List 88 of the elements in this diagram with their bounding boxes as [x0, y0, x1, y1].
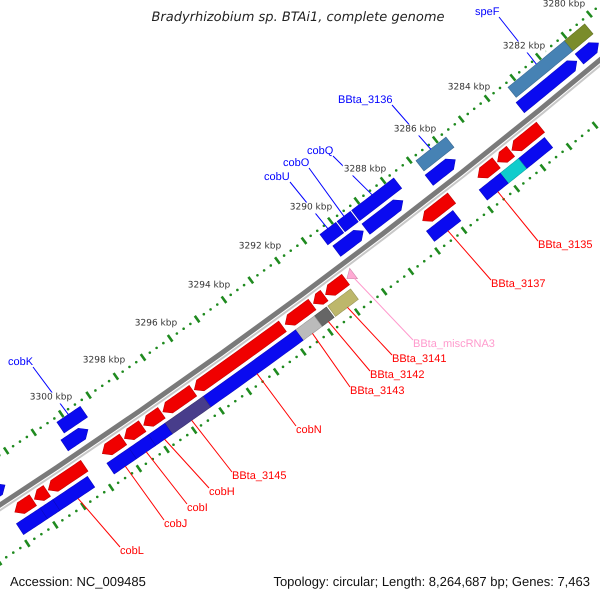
leader-line	[256, 373, 296, 426]
genome-summary-text: Topology: circular; Length: 8,264,687 bp; Genes: 7,463	[273, 574, 590, 589]
feature-block	[336, 210, 359, 232]
gene-label: cobL	[120, 544, 144, 558]
kbp-tick-label: 3298 kbp	[82, 356, 126, 366]
kbp-tick-label: 3286 kbp	[392, 124, 438, 136]
kbp-tick-label: 3290 kbp	[288, 202, 334, 214]
leader-line	[78, 498, 120, 548]
gene-label: cobI	[187, 502, 208, 514]
gene-feature	[574, 42, 599, 64]
gene-label: cobU	[264, 170, 290, 184]
gene-feature	[516, 60, 578, 114]
leader-line	[354, 278, 414, 340]
gene-feature	[497, 146, 516, 163]
gene-label: BBta_3136	[338, 94, 392, 106]
feature-block	[518, 137, 554, 170]
feature-block	[106, 448, 137, 474]
leader-line	[328, 321, 370, 372]
gene-feature	[48, 460, 88, 492]
gene-feature	[143, 407, 166, 427]
feature-block	[351, 178, 402, 222]
gene-label: cobJ	[164, 518, 188, 530]
gene-feature	[194, 320, 287, 392]
kbp-tick-label: 3300 kbp	[28, 392, 74, 404]
kbp-tick-label: 3280 kbp	[542, 0, 586, 10]
gene-label: cobK	[8, 356, 34, 368]
feature-block	[128, 434, 156, 460]
gene-feature	[332, 230, 364, 257]
leader-line	[146, 451, 188, 504]
feature-block	[295, 316, 322, 341]
gene-feature	[162, 385, 198, 414]
feature-block	[52, 476, 96, 511]
feature-block	[16, 508, 48, 535]
kbp-tick-label: 3292 kbp	[238, 242, 282, 252]
feature-block	[478, 172, 509, 200]
feature-block	[500, 158, 528, 184]
kbp-tick-label: 3282 kbp	[502, 42, 546, 52]
gene-feature	[102, 434, 128, 456]
gene-feature	[325, 274, 350, 296]
feature-block	[314, 306, 335, 327]
leader-line	[312, 332, 350, 388]
gene-label: BBta_3141	[392, 352, 446, 366]
gene-feature	[422, 192, 456, 222]
leader-line	[124, 466, 164, 520]
gene-feature	[34, 485, 51, 501]
gene-feature	[362, 200, 404, 235]
feature-block	[202, 329, 304, 408]
leader-line	[497, 191, 538, 242]
gene-feature	[284, 298, 316, 326]
feature-block	[564, 24, 594, 52]
gene-feature	[14, 494, 37, 514]
feature-block	[426, 210, 462, 242]
gene-label: speF	[475, 6, 500, 18]
gene-feature	[313, 290, 328, 305]
feature-block	[40, 499, 60, 520]
leader-line	[308, 168, 344, 217]
gene-feature	[424, 158, 456, 186]
gene-label: BBta_3137	[491, 278, 546, 290]
feature-block	[327, 288, 359, 317]
gene-label: cobO	[283, 156, 310, 170]
gene-feature	[124, 420, 146, 440]
kbp-tick-label: 3288 kbp	[342, 164, 388, 176]
gene-feature	[60, 428, 88, 452]
leader-line	[191, 420, 232, 472]
gene-feature	[512, 122, 545, 152]
map-title: Bradyrhizobium sp. BTAi1, complete genome	[152, 10, 444, 25]
gene-label: cobH	[209, 486, 235, 498]
gene-label: cobN	[296, 424, 322, 436]
feature-block	[320, 222, 344, 246]
gene-feature	[478, 157, 501, 178]
gene-label: BBta_3143	[350, 384, 404, 398]
kbp-tick-label: 3296 kbp	[134, 318, 178, 330]
leader-line	[164, 438, 210, 488]
gene-label: BBta_3135	[538, 238, 592, 252]
feature-block	[164, 396, 212, 434]
leader-line	[346, 306, 392, 356]
accession-text: Accession: NC_009485	[10, 574, 146, 589]
gene-label: BBta_3145	[232, 470, 286, 482]
gene-label: BBta_miscRNA3	[413, 338, 495, 350]
kbp-tick-label: 3294 kbp	[186, 280, 232, 292]
kbp-tick-label: 3284 kbp	[446, 82, 492, 94]
gene-label: BBta_3142	[370, 368, 424, 382]
gene-label: cobQ	[307, 144, 334, 158]
feature-block	[56, 406, 88, 434]
leader-line	[447, 230, 492, 280]
rna-feature	[346, 268, 358, 280]
feature-block	[416, 136, 454, 172]
feature-block	[148, 422, 173, 446]
